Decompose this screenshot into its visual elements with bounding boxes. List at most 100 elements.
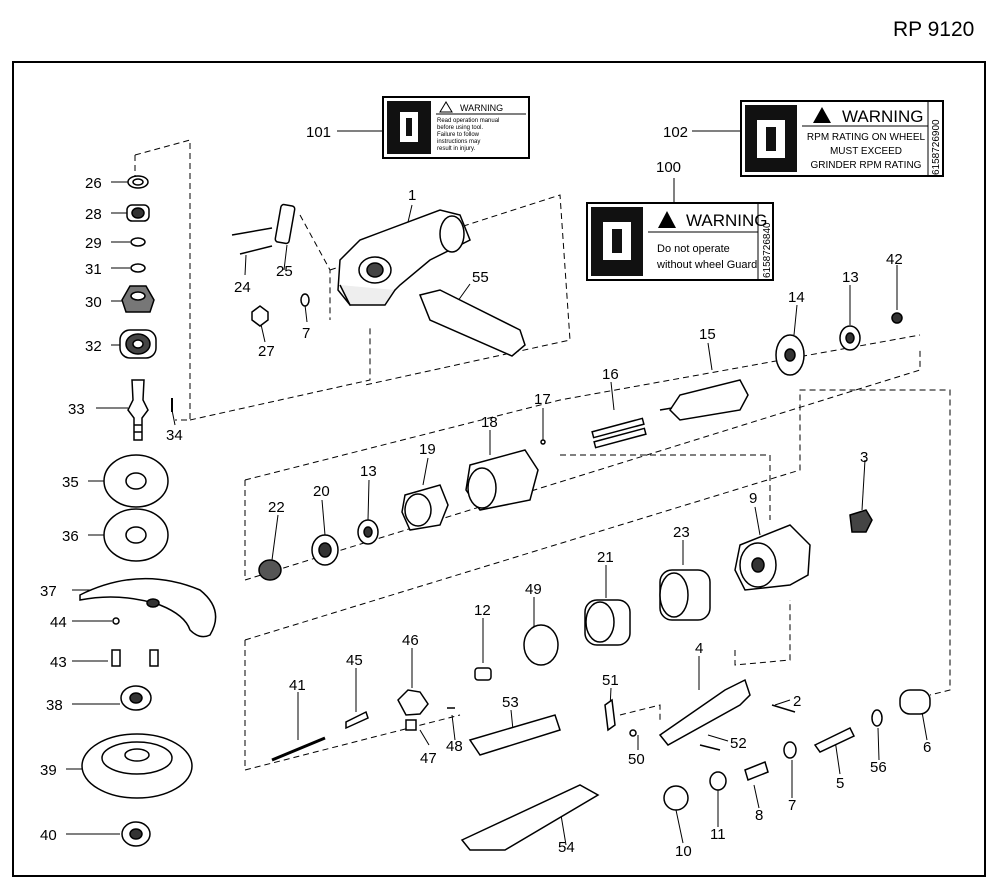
document-code: RP 9120: [893, 18, 975, 41]
part-24-screw: [231, 227, 273, 236]
callout-43: 43: [50, 654, 67, 671]
callout-55: 55: [472, 269, 489, 286]
part-46-throttle: [397, 689, 429, 716]
callout-2: 2: [793, 693, 801, 710]
part-47-ball: [405, 719, 417, 731]
callout-102: 102: [663, 124, 688, 141]
part-51-clip: [604, 698, 616, 732]
label-100-code: 6158726840: [762, 222, 773, 278]
callout-numbers: 101 102 100 1 55 25 24 27 7 26 28 29 31 …: [40, 124, 931, 860]
callout-14: 14: [788, 289, 805, 306]
callout-44: 44: [50, 614, 67, 631]
callout-7-upper: 7: [302, 325, 310, 342]
callout-40: 40: [40, 827, 57, 844]
callout-54: 54: [558, 839, 575, 856]
part-22-valve: [258, 559, 282, 581]
callout-56: 56: [870, 759, 887, 776]
callout-5: 5: [836, 775, 844, 792]
part-4-lever: [658, 678, 751, 746]
callout-50: 50: [628, 751, 645, 768]
callout-25: 25: [276, 263, 293, 280]
part-53-wrench: [468, 714, 561, 756]
callout-6: 6: [923, 739, 931, 756]
callout-17: 17: [534, 391, 551, 408]
callout-101: 101: [306, 124, 331, 141]
callout-100: 100: [656, 159, 681, 176]
part-10-plug: [663, 785, 689, 811]
part-6-bushing: [899, 689, 931, 715]
callout-21: 21: [597, 549, 614, 566]
callout-22: 22: [268, 499, 285, 516]
leader-lines: [66, 130, 928, 846]
warning-label-100: WARNING Do not operate without wheel Gua…: [586, 202, 774, 281]
part-12-plug: [474, 667, 492, 681]
svg-text:Do not operate: Do not operate: [657, 243, 730, 255]
part-17-pin: [540, 439, 546, 445]
callout-52: 52: [730, 735, 747, 752]
callout-34: 34: [166, 427, 183, 444]
label-100-title: WARNING: [686, 211, 768, 230]
part-41-rod: [271, 736, 326, 762]
callout-3: 3: [860, 449, 868, 466]
callout-49: 49: [525, 581, 542, 598]
callout-19: 19: [419, 441, 436, 458]
callout-31: 31: [85, 261, 102, 278]
callout-9: 9: [749, 490, 757, 507]
part-37-wheel-guard: [79, 577, 217, 638]
part-2-pin: [771, 704, 796, 713]
part-27-nut: [251, 305, 269, 327]
svg-text:MUST EXCEED: MUST EXCEED: [830, 146, 902, 157]
part-16-vanes: [591, 417, 647, 449]
callout-4: 4: [695, 640, 703, 657]
part-33-spindle: [127, 379, 149, 441]
part-drawings: [79, 175, 931, 851]
part-42-nut: [891, 312, 903, 324]
part-56-ring: [871, 709, 883, 727]
part-52-pin: [699, 744, 721, 751]
label-101-title: WARNING: [460, 103, 503, 113]
callout-7-lower: 7: [788, 797, 796, 814]
svg-text:Read operation manual: Read operation manual: [437, 118, 499, 124]
part-31-ring: [130, 263, 146, 273]
callout-1: 1: [408, 187, 416, 204]
callout-26: 26: [85, 175, 102, 192]
callout-33: 33: [68, 401, 85, 418]
callout-16: 16: [602, 366, 619, 383]
callout-53: 53: [502, 694, 519, 711]
part-11-washer: [709, 771, 727, 791]
callout-8: 8: [755, 807, 763, 824]
assembly-dashed-lines: [134, 139, 951, 771]
part-50-screw: [629, 729, 637, 737]
callout-28: 28: [85, 206, 102, 223]
callout-35: 35: [62, 474, 79, 491]
callout-47: 47: [420, 750, 437, 767]
callout-11: 11: [710, 826, 726, 843]
part-25-clip: [274, 203, 296, 245]
callout-38: 38: [46, 697, 63, 714]
callout-48: 48: [446, 738, 463, 755]
callout-41: 41: [289, 677, 306, 694]
part-44-washer: [112, 617, 120, 625]
callout-23: 23: [673, 524, 690, 541]
callout-13-lower: 13: [360, 463, 377, 480]
part-43-screw: [111, 649, 121, 667]
callout-12: 12: [474, 602, 491, 619]
svg-text:RPM RATING ON WHEEL: RPM RATING ON WHEEL: [807, 132, 926, 143]
callout-27: 27: [258, 343, 275, 360]
callout-39: 39: [40, 762, 57, 779]
callout-29: 29: [85, 235, 102, 252]
callout-42: 42: [886, 251, 903, 268]
callout-51: 51: [602, 672, 619, 689]
callout-18: 18: [481, 414, 498, 431]
svg-text:instructions may: instructions may: [437, 139, 480, 145]
diagram-frame: [12, 61, 986, 877]
callout-30: 30: [85, 294, 102, 311]
label-102-code: 6158726900: [931, 119, 942, 175]
part-45-spring: [345, 710, 369, 730]
callout-36: 36: [62, 528, 79, 545]
svg-text:result in injury.: result in injury.: [437, 146, 476, 152]
part-5-inlet: [813, 727, 856, 753]
svg-text:before using tool.: before using tool.: [437, 125, 483, 131]
part-8-spring: [744, 760, 769, 782]
